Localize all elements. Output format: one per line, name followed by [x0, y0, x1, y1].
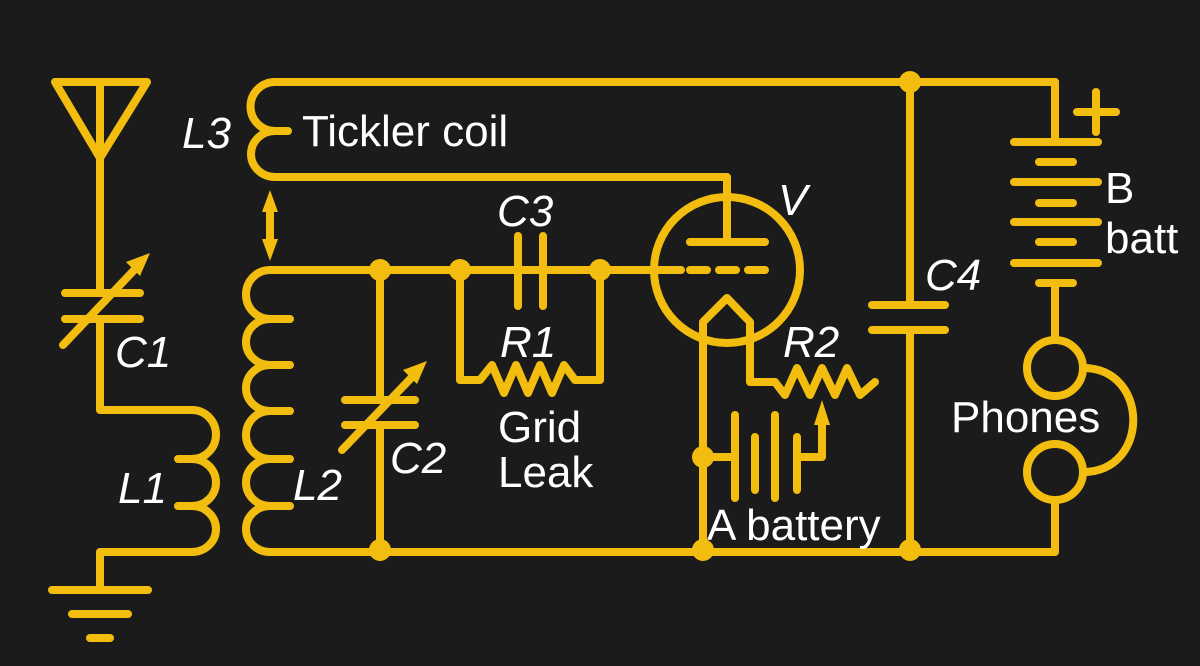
label-l3: L3 — [182, 109, 231, 158]
label-c2: C2 — [390, 434, 446, 483]
label-tickler-coil: Tickler coil — [302, 107, 508, 156]
capacitor-c1 — [59, 253, 150, 349]
label-batt: batt — [1105, 214, 1178, 263]
label-a-battery: A battery — [707, 501, 881, 550]
inductor-l2 — [242, 266, 1059, 556]
label-b: B — [1105, 164, 1134, 213]
label-r1: R1 — [500, 318, 556, 367]
label-leak: Leak — [498, 448, 594, 497]
coupling-double-arrow-icon — [262, 190, 278, 261]
capacitor-c3 — [514, 232, 547, 310]
b-battery — [1010, 78, 1102, 344]
antenna-wire — [96, 154, 179, 414]
inductor-l1 — [96, 406, 220, 594]
capacitor-c4 — [868, 78, 949, 554]
label-l1: L1 — [118, 464, 167, 513]
headphones — [1023, 336, 1138, 504]
label-grid: Grid — [498, 403, 581, 452]
label-phones: Phones — [951, 393, 1100, 442]
a-battery — [699, 411, 801, 502]
label-r2: R2 — [783, 318, 839, 367]
junction-dots — [369, 71, 921, 561]
label-c4: C4 — [925, 251, 981, 300]
vacuum-tube-v — [596, 193, 879, 554]
label-l2: L2 — [293, 461, 342, 510]
ground-icon — [48, 586, 152, 642]
antenna-icon — [51, 78, 151, 162]
plus-sign-icon — [1073, 88, 1120, 136]
label-c3: C3 — [497, 187, 554, 236]
inductor-l3 — [246, 78, 1059, 246]
capacitor-c2 — [338, 266, 427, 554]
label-v: V — [778, 176, 811, 225]
resistor-r1 — [456, 266, 604, 397]
label-c1: C1 — [115, 328, 171, 377]
r2-wiper-arrow-icon — [793, 400, 830, 461]
